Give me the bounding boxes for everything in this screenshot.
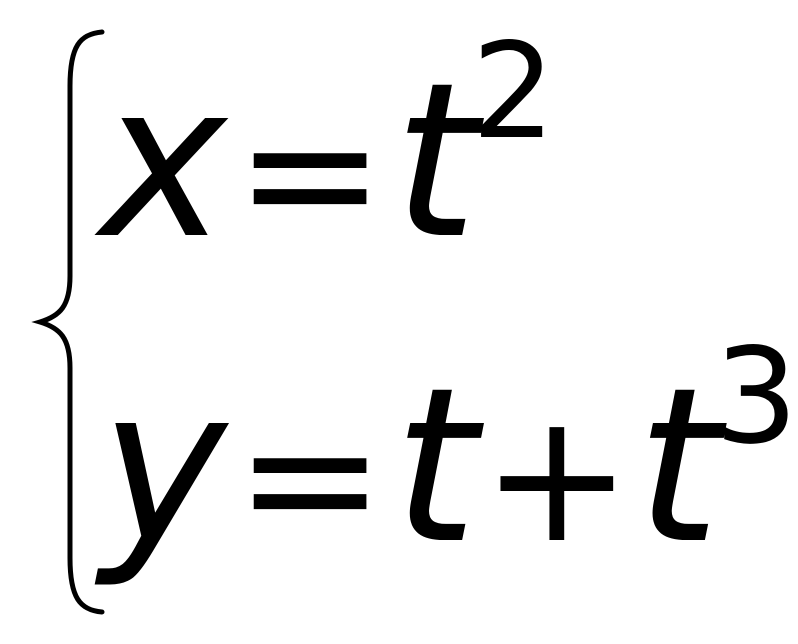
equation-x: x = t 2 (100, 26, 555, 286)
equation-system: x = t 2 y = t + t 3 (31, 26, 798, 615)
plus-sign: + (481, 374, 633, 583)
left-brace-icon (31, 29, 105, 615)
variable-y: y (100, 342, 227, 591)
variable-t: t (393, 342, 478, 591)
equals-sign: = (234, 374, 386, 583)
variable-x: x (100, 37, 227, 286)
equals-sign: = (234, 69, 386, 278)
exponent-2: 2 (471, 15, 556, 169)
variable-t: t (636, 342, 721, 591)
equation-y: y = t + t 3 (100, 331, 798, 591)
variable-t: t (393, 37, 478, 286)
exponent-3: 3 (714, 320, 798, 474)
